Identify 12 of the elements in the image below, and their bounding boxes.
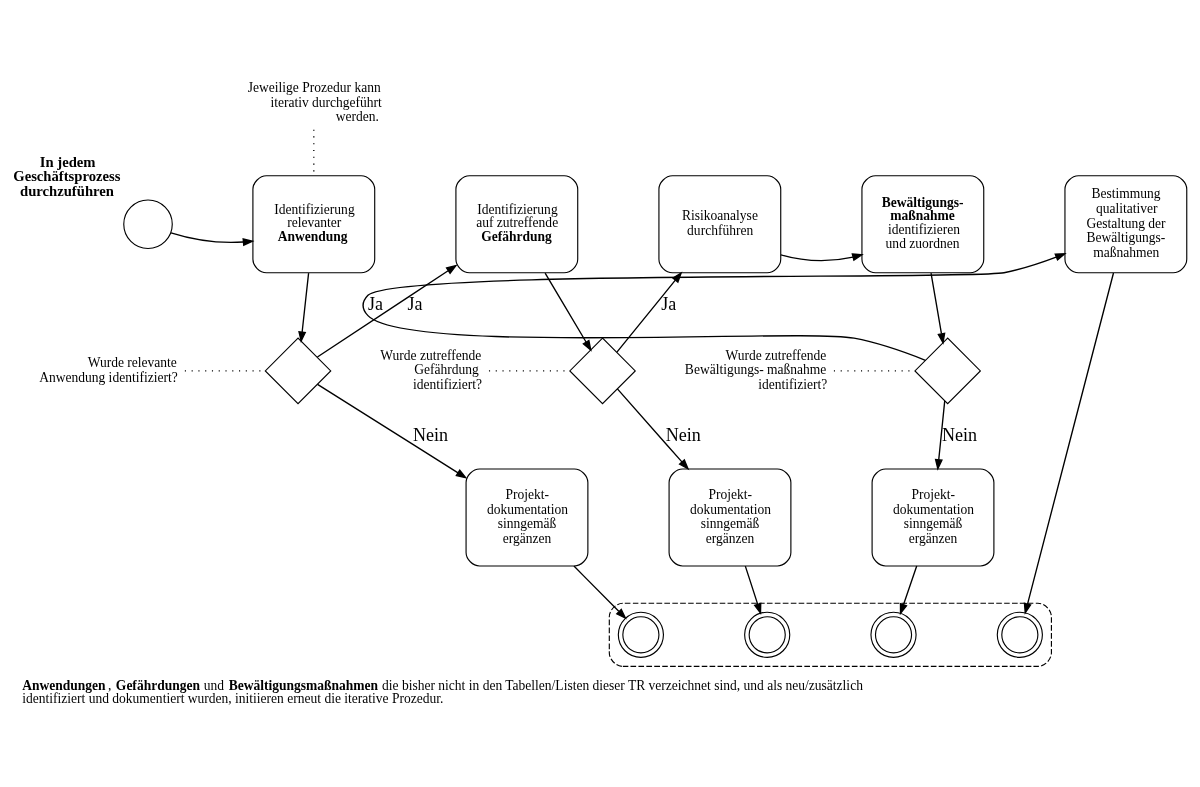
edge-label: Nein [665, 424, 701, 445]
edge-label: Nein [942, 424, 978, 445]
edge-label: Nein [413, 424, 449, 445]
node-text: Wurde zutreffende Bewältigungs- maßnahme identifiziert? [684, 347, 828, 392]
edge-label: Ja [367, 293, 383, 314]
node-text: Wurde zutreffende Gefährdung identifiziert? [380, 347, 483, 392]
edge-label: Ja [661, 293, 677, 314]
node-text: Jeweilige Prozedur kann iterativ durchgeführt werden. [247, 79, 382, 124]
edge-label: Ja [407, 293, 423, 314]
caption: Anwendungen, Gefährdungen und Bewältigungsmaßnahmen die bisher nicht in den Tabellen/Listen dieser TR verzeichnet sind, und als neu/zusätzlich identifiziert und dokumentiert wurden, initiieren erneut die iterative Prozedur. [22, 677, 863, 706]
node-label: In jedem Geschäftsprozess durchzuführen [13, 153, 121, 199]
node-text: Wurde relevante Anwendung identifiziert? [39, 354, 178, 385]
